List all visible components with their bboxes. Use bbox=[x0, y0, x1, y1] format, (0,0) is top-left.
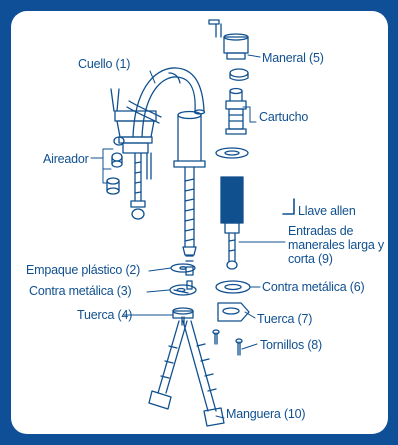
spout-part bbox=[132, 67, 206, 138]
metal-washer-6-part bbox=[215, 280, 251, 294]
faucet-exploded-diagram bbox=[90, 19, 295, 427]
allen-key-part bbox=[282, 198, 295, 215]
screws-part bbox=[212, 329, 243, 356]
label-empaque-plastico: Empaque plástico (2) bbox=[26, 263, 141, 277]
label-tornillos: Tornillos (8) bbox=[260, 338, 322, 352]
label-contra-metalica-6: Contra metálica (6) bbox=[262, 280, 365, 294]
label-contra-metalica-3: Contra metálica (3) bbox=[29, 284, 132, 298]
label-llave-allen: Llave allen bbox=[298, 204, 356, 218]
faucet-body-part bbox=[173, 110, 206, 290]
label-maneral: Maneral (5) bbox=[262, 51, 324, 65]
metal-washer-3-part bbox=[169, 284, 197, 296]
handle-inlet-part bbox=[220, 176, 244, 270]
label-entradas: Entradas de manerales larga y corta (9) bbox=[288, 224, 384, 266]
diagram-panel: Cuello (1) Maneral (5) Cartucho Aireador… bbox=[11, 11, 388, 434]
label-tuerca-4: Tuerca (4) bbox=[77, 308, 133, 322]
nut-7-part bbox=[217, 302, 250, 322]
cartridge-part bbox=[225, 87, 247, 135]
label-cartucho: Cartucho bbox=[259, 110, 309, 124]
leader-lines bbox=[90, 54, 286, 419]
seat-ring-part bbox=[229, 68, 249, 78]
nut-4-part bbox=[172, 307, 194, 319]
aerator-part bbox=[106, 136, 125, 195]
washer-ring-part bbox=[215, 147, 249, 159]
hoses-part bbox=[148, 316, 225, 427]
label-aireador: Aireador bbox=[43, 152, 89, 166]
label-manguera: Manguera (10) bbox=[226, 407, 306, 421]
plastic-gasket-part bbox=[170, 263, 196, 273]
left-mixer-part bbox=[110, 88, 162, 220]
label-cuello: Cuello (1) bbox=[78, 57, 131, 71]
label-tuerca-7: Tuerca (7) bbox=[257, 312, 313, 326]
handle-part bbox=[208, 19, 249, 60]
